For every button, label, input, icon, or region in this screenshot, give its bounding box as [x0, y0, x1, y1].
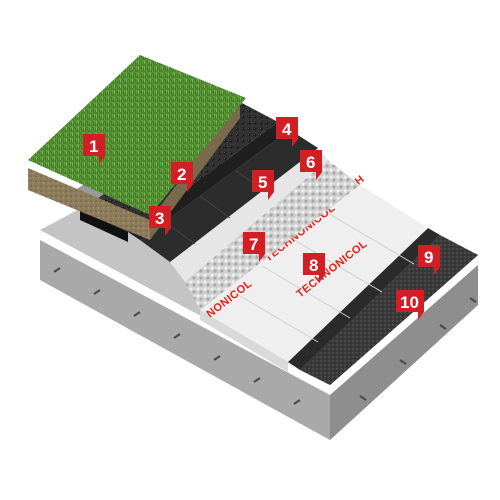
layer-6-geotextile: [170, 148, 328, 282]
marker-2: 2: [171, 162, 193, 192]
layer-8-insulation-front: [200, 310, 288, 372]
marker-9: 9: [418, 245, 440, 275]
layer-10-base-membrane-top: [300, 235, 478, 385]
layer-3-drainage-front: [80, 210, 128, 242]
marker-9-label: 9: [424, 248, 433, 267]
marker-4-label: 4: [282, 120, 292, 139]
marker-3-label: 3: [155, 209, 164, 228]
marker-7: 7: [243, 232, 265, 262]
marker-10: 10: [396, 290, 424, 320]
layer-7-gravel: [185, 160, 360, 310]
concrete-slab-side: [330, 265, 478, 440]
layer-5-membrane: [140, 130, 318, 262]
marker-1: 1: [83, 134, 105, 164]
layer-1-soil-side: [150, 100, 240, 240]
marker-8-label: 8: [309, 256, 318, 275]
marker-1-label: 1: [89, 137, 98, 156]
marker-8: 8: [303, 253, 325, 283]
marker-3: 3: [149, 206, 171, 236]
marker-6: 6: [300, 150, 322, 180]
marker-4: 4: [276, 117, 298, 147]
marker-2-label: 2: [177, 165, 186, 184]
insulation-seams: [229, 211, 415, 343]
layer-1-grass: [28, 55, 246, 215]
marker-5-label: 5: [258, 173, 267, 192]
rebar-ends: [53, 267, 477, 405]
layer-9-vapor-barrier: [288, 228, 440, 370]
concrete-slab-front: [40, 240, 330, 440]
marker-10-label: 10: [400, 293, 419, 312]
marker-7-label: 7: [249, 235, 258, 254]
layer-1-soil-front: [28, 168, 150, 240]
marker-5: 5: [252, 170, 274, 200]
marker-6-label: 6: [306, 153, 315, 172]
